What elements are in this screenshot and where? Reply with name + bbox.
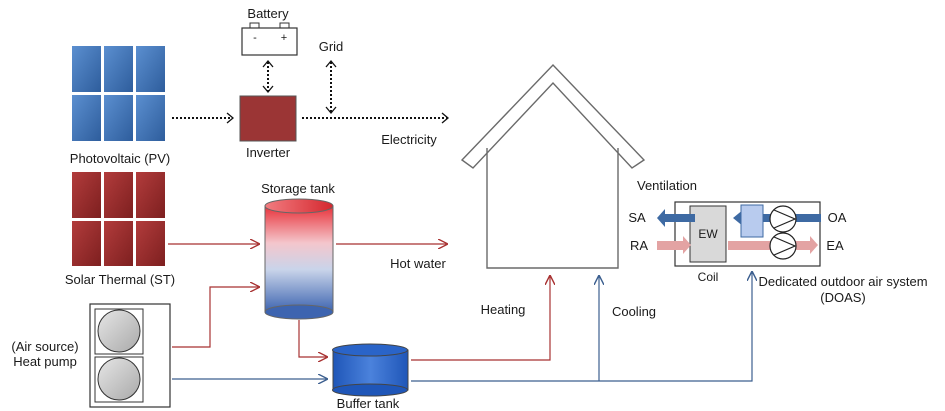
electricity-label: Electricity xyxy=(381,132,437,147)
cooling-label: Cooling xyxy=(612,304,656,319)
inverter-box xyxy=(239,95,297,142)
storage-tank-label: Storage tank xyxy=(261,181,335,196)
electricity-link xyxy=(302,112,450,124)
storage-tank xyxy=(264,198,334,320)
oa-label: OA xyxy=(828,210,847,225)
battery-icon xyxy=(241,22,298,56)
grid-link xyxy=(325,59,337,115)
supply-fan-icon xyxy=(769,205,797,233)
heating-pipe xyxy=(411,276,550,361)
ra-label: RA xyxy=(630,238,648,253)
cooling-pipe xyxy=(411,272,752,382)
house-outline xyxy=(460,63,646,269)
pv-label: Photovoltaic (PV) xyxy=(70,151,170,166)
st-panels xyxy=(72,172,165,266)
battery-label: Battery xyxy=(247,6,289,21)
exhaust-fan-icon xyxy=(769,232,797,260)
pv-inverter-link xyxy=(172,112,235,124)
heat-pump-label-line1: (Air source) xyxy=(11,339,78,354)
st-label: Solar Thermal (ST) xyxy=(65,272,175,287)
heating-label: Heating xyxy=(481,302,526,317)
heat-pump-label-line2: Heat pump xyxy=(13,354,77,369)
sa-label: SA xyxy=(628,210,646,225)
ventilation-label: Ventilation xyxy=(637,178,697,193)
buffer-tank-label: Buffer tank xyxy=(337,396,400,411)
grid-label: Grid xyxy=(319,39,344,54)
battery-minus-label: - xyxy=(253,32,257,44)
tank-buffer-pipe xyxy=(298,320,327,357)
coil-label: Coil xyxy=(698,270,719,284)
buffer-tank xyxy=(332,343,409,397)
oa-arrow xyxy=(805,214,821,222)
heat-recovery-box xyxy=(740,204,764,238)
hot-water-label: Hot water xyxy=(390,256,446,271)
pv-panels xyxy=(72,46,165,141)
battery-plus-label: + xyxy=(281,32,287,44)
ra-arrow xyxy=(657,236,818,254)
hp-tank-pipe xyxy=(172,287,259,348)
doas-label-line2: (DOAS) xyxy=(820,290,866,305)
ew-coil-box xyxy=(689,205,727,263)
ea-label: EA xyxy=(826,238,844,253)
ew-label: EW xyxy=(698,227,718,241)
battery-inverter-link xyxy=(262,59,274,94)
inverter-label: Inverter xyxy=(246,145,291,160)
heat-pump-unit xyxy=(89,303,171,408)
doas-label-line1: Dedicated outdoor air system xyxy=(758,274,927,289)
